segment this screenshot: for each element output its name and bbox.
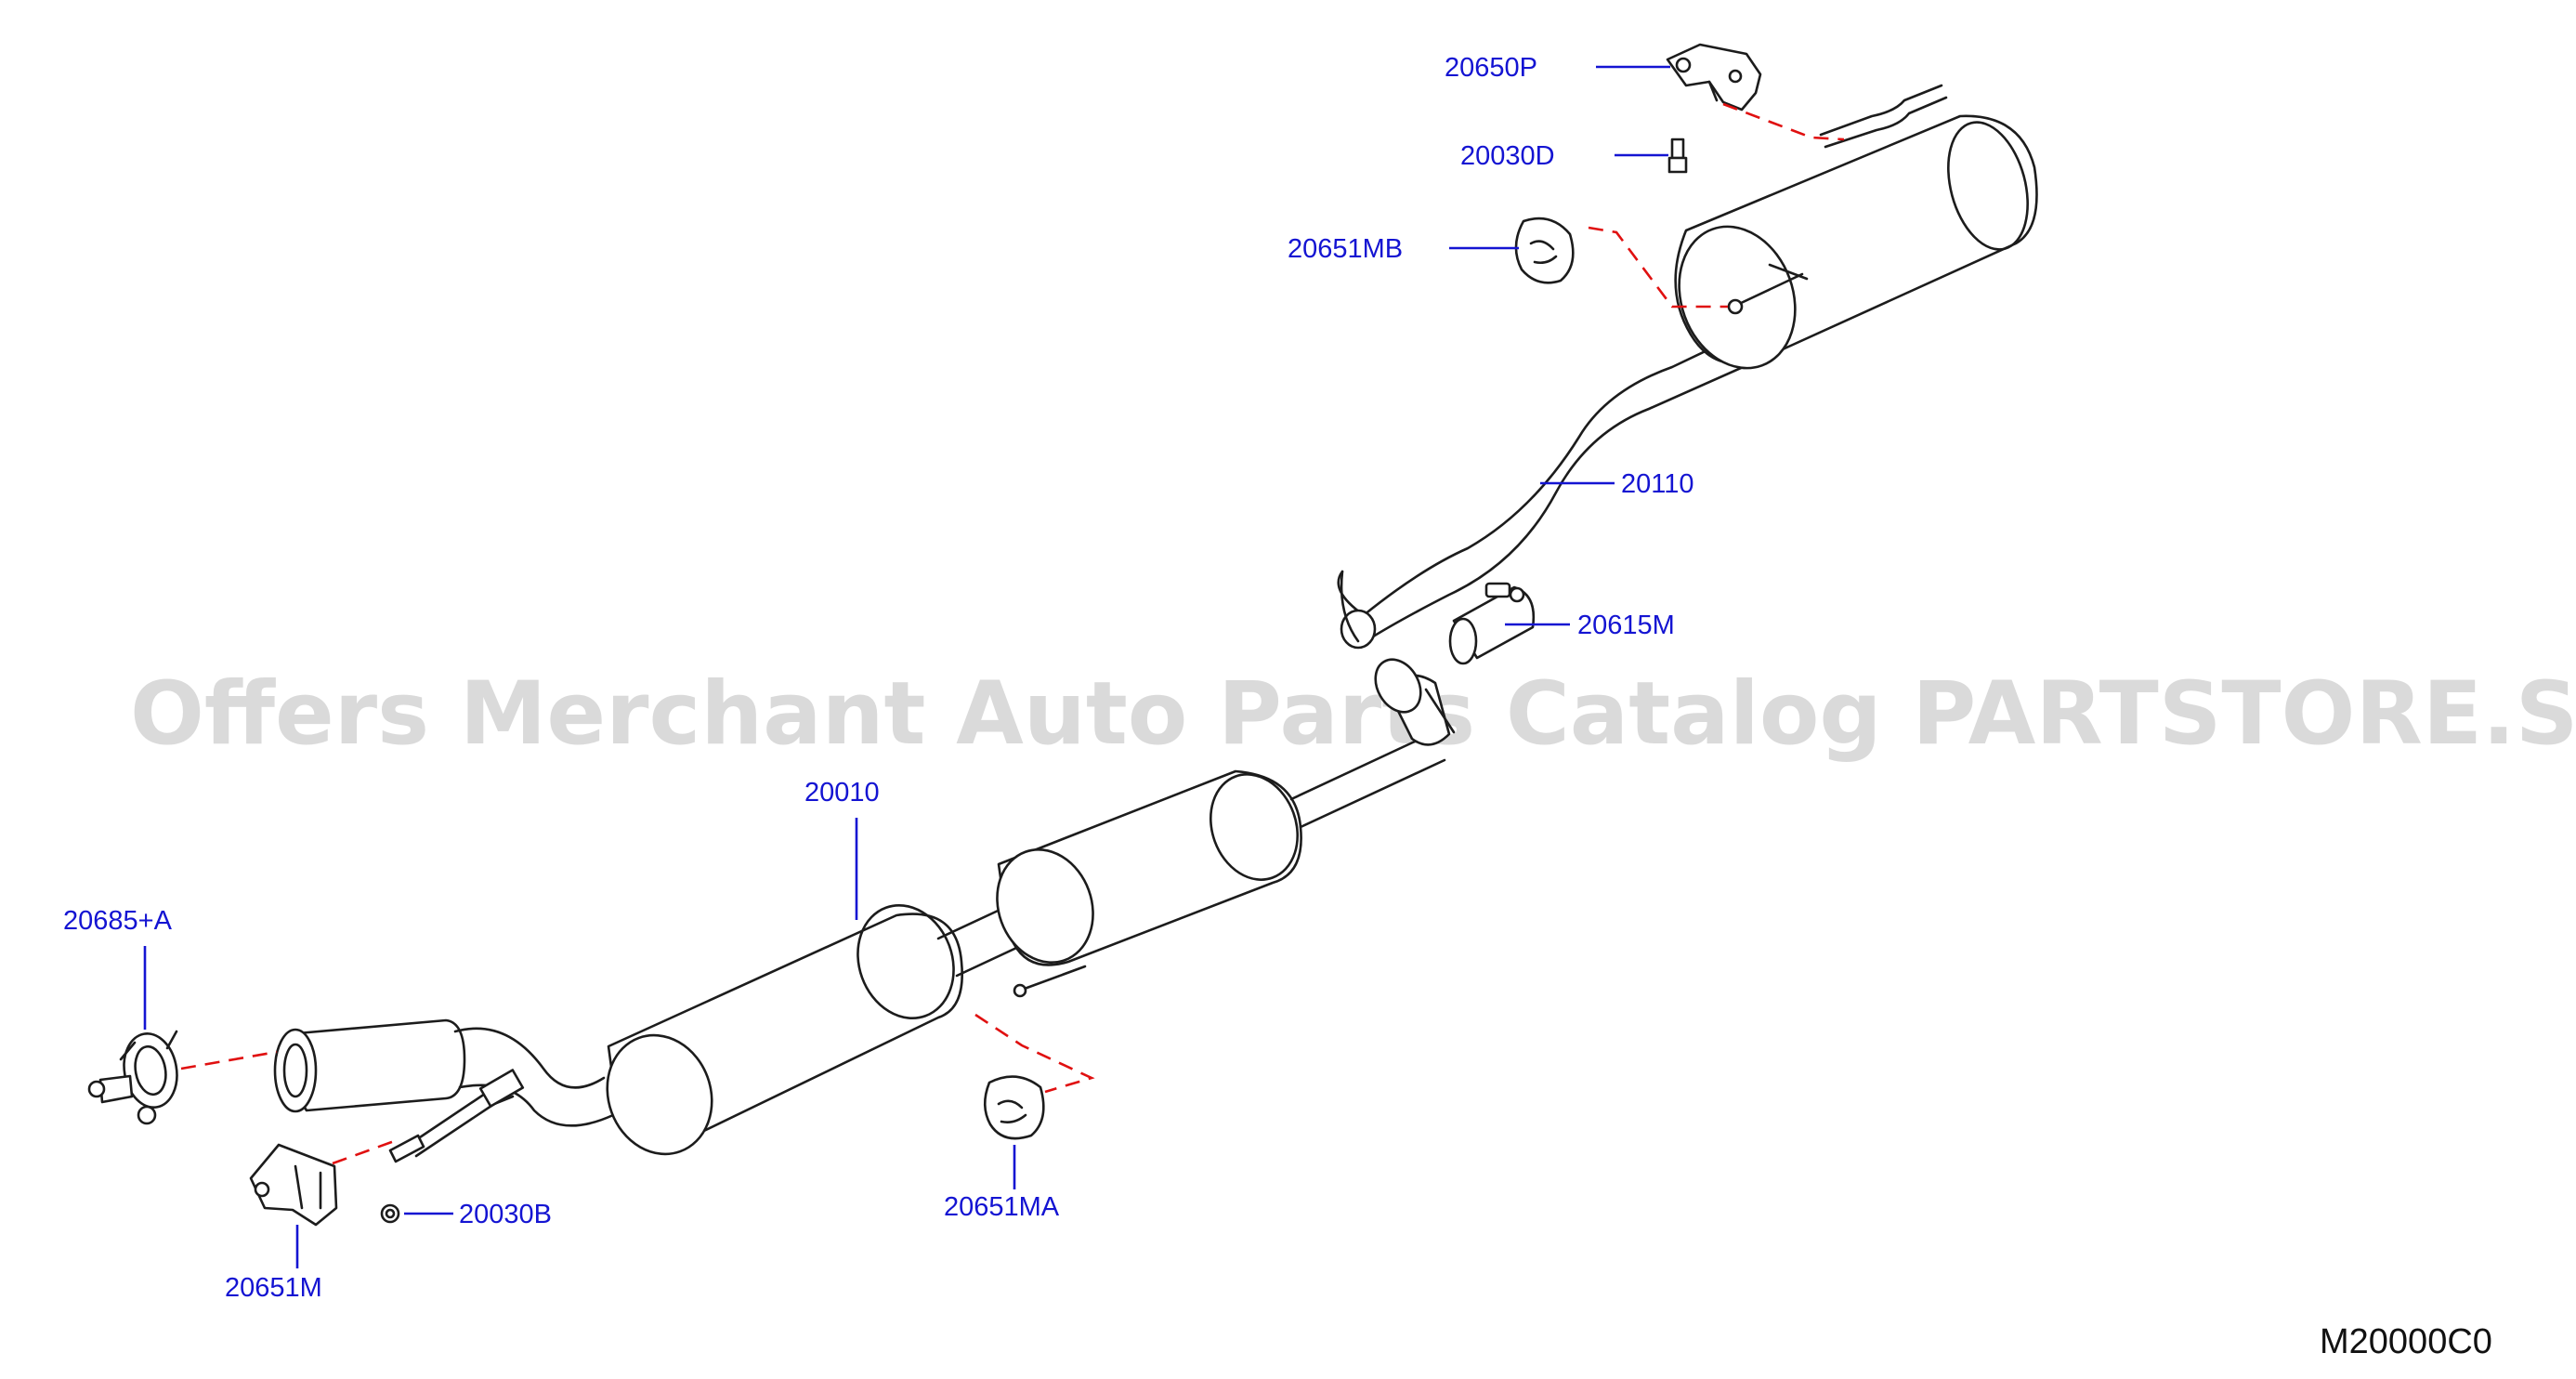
label-20615M[interactable]: 20615M	[1577, 611, 1675, 640]
watermark-text: Offers Merchant Auto Parts Catalog PARTS…	[130, 663, 2576, 765]
figure-code: M20000C0	[2320, 1322, 2492, 1361]
front-clamp-20685A[interactable]	[87, 1030, 183, 1125]
leader-lines	[143, 65, 1670, 1268]
label-20030B[interactable]: 20030B	[459, 1200, 552, 1229]
rear-muffler[interactable]	[1660, 84, 2041, 385]
label-20650P[interactable]: 20650P	[1445, 53, 1537, 83]
assembly-link-lines	[180, 102, 1845, 1165]
rubber-mount-20651MA[interactable]	[983, 1075, 1045, 1140]
clamp-20615M[interactable]	[1448, 582, 1536, 665]
hanger-bracket-20650P[interactable]	[1666, 43, 1762, 112]
label-20651MB[interactable]: 20651MB	[1288, 234, 1403, 264]
label-20651MA[interactable]: 20651MA	[944, 1192, 1060, 1222]
bolt-20030D[interactable]	[1667, 138, 1688, 174]
front-hanger-20651M[interactable]	[249, 1143, 338, 1227]
label-20030D[interactable]: 20030D	[1460, 141, 1555, 171]
label-20651M[interactable]: 20651M	[225, 1273, 322, 1303]
label-20010[interactable]: 20010	[804, 778, 880, 808]
nut-20030B[interactable]	[380, 1203, 400, 1224]
rubber-mount-20651MB[interactable]	[1514, 217, 1575, 284]
center-muffler-20010[interactable]	[591, 651, 1456, 1169]
front-tube-assembly[interactable]	[273, 1018, 615, 1163]
part-labels: 20650P 20030D 20651MB 20110 20615M 20010…	[63, 53, 1694, 1303]
label-20685A[interactable]: 20685+A	[63, 906, 173, 936]
label-20110[interactable]: 20110	[1621, 469, 1694, 499]
rear-pipe-20110[interactable]	[1337, 319, 1776, 650]
